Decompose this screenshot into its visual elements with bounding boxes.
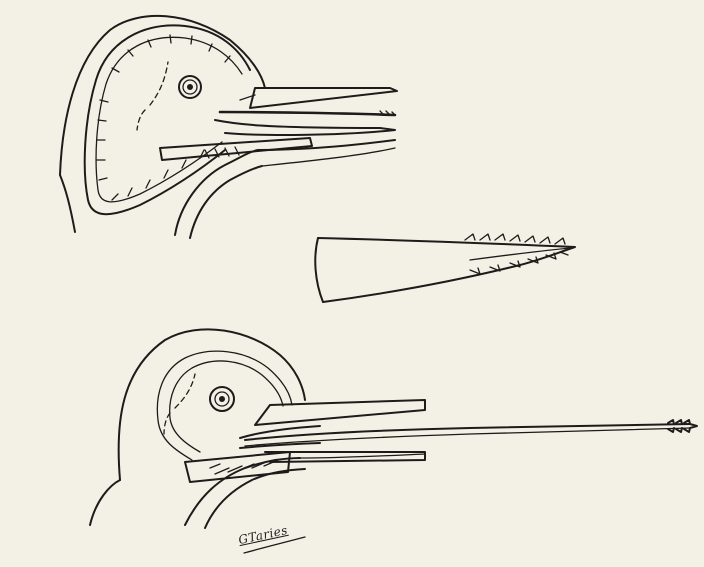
upper-beak (250, 88, 397, 108)
tongue-tip-outline (318, 238, 575, 302)
hyoid-horn-outer (85, 25, 250, 214)
throat-line-bottom (185, 458, 300, 525)
neck-line (60, 175, 75, 232)
throat-line-bottom-2 (205, 469, 305, 528)
hyoid-horn-inner (96, 37, 242, 202)
tongue-tip-top (220, 112, 395, 115)
tongue-base-edge (315, 238, 323, 302)
tongue-extended-tip-barbs (668, 420, 697, 432)
lower-beak (215, 120, 395, 135)
eye-pupil (187, 84, 193, 90)
hyoid-body-2 (185, 452, 290, 482)
throat-line-inner (190, 166, 262, 238)
skull-dashed-line-2 (164, 374, 195, 434)
throat-line (175, 150, 258, 235)
skull-dashed-line (137, 62, 168, 130)
head-retracted-figure (60, 16, 397, 238)
upper-beak-2 (255, 400, 425, 425)
eye-pupil-2 (219, 396, 225, 402)
head-outline (60, 16, 265, 175)
lower-jaw-line-2 (262, 148, 395, 166)
tongue-tip-detail-figure (315, 234, 575, 302)
head-extended-figure (90, 329, 697, 528)
mandible-line (300, 454, 425, 458)
back-of-neck (90, 480, 120, 525)
